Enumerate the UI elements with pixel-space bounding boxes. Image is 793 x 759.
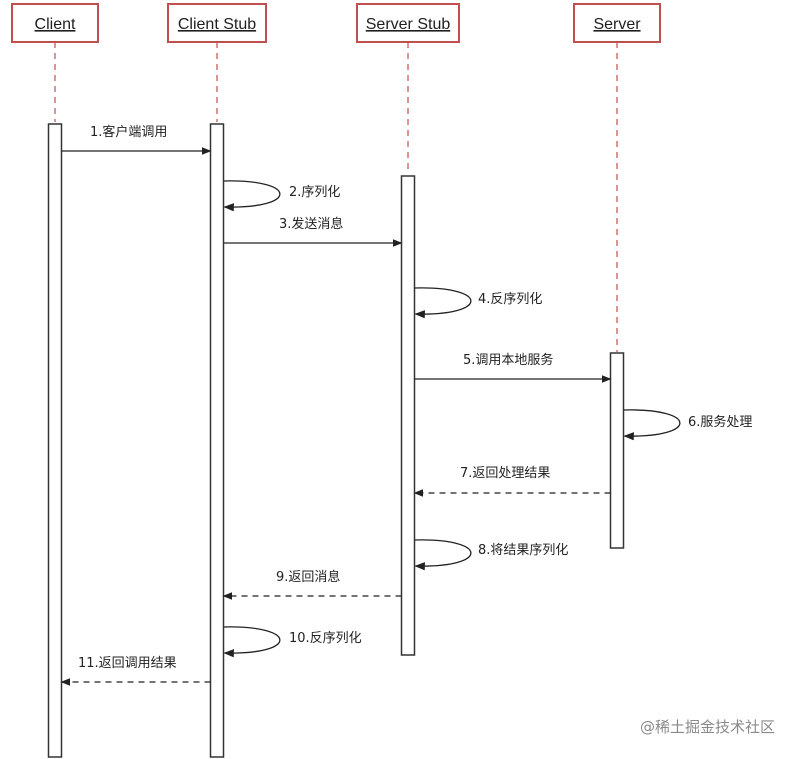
- message-label-3: 3.发送消息: [279, 216, 343, 232]
- participant-box-server: [573, 3, 661, 43]
- participant-label-server: Server: [593, 16, 641, 33]
- message-label-8: 8.将结果序列化: [478, 543, 568, 558]
- participant-box-server_stub: [356, 3, 460, 43]
- message-label-6: 6.服务处理: [688, 414, 752, 430]
- watermark: @稀土掘金技术社区: [639, 718, 775, 736]
- self-message-arrow-2: [223, 180, 281, 212]
- activation-bar-client_stub: [209, 123, 225, 758]
- message-label-11: 11.返回调用结果: [78, 656, 177, 671]
- activation-bar-server_stub: [400, 175, 416, 656]
- participant-box-client_stub: [167, 3, 267, 43]
- participant-label-client: Client: [35, 16, 76, 33]
- message-label-9: 9.返回消息: [276, 569, 340, 585]
- activation-bar-client: [47, 123, 63, 758]
- message-label-5: 5.调用本地服务: [463, 352, 553, 368]
- message-label-10: 10.反序列化: [289, 631, 362, 646]
- message-label-4: 4.反序列化: [478, 292, 542, 307]
- participant-label-server_stub: Server Stub: [366, 16, 451, 33]
- message-label-2: 2.序列化: [289, 185, 340, 200]
- message-label-7: 7.返回处理结果: [460, 466, 550, 481]
- message-label-1: 1.客户端调用: [90, 124, 167, 140]
- self-message-arrow-10: [223, 626, 281, 658]
- self-message-arrow-6: [623, 409, 681, 441]
- participant-box-client: [11, 3, 99, 43]
- participant-label-client_stub: Client Stub: [178, 16, 256, 33]
- self-message-arrow-8: [414, 539, 472, 571]
- activation-bar-server: [609, 352, 625, 549]
- self-message-arrow-4: [414, 287, 472, 319]
